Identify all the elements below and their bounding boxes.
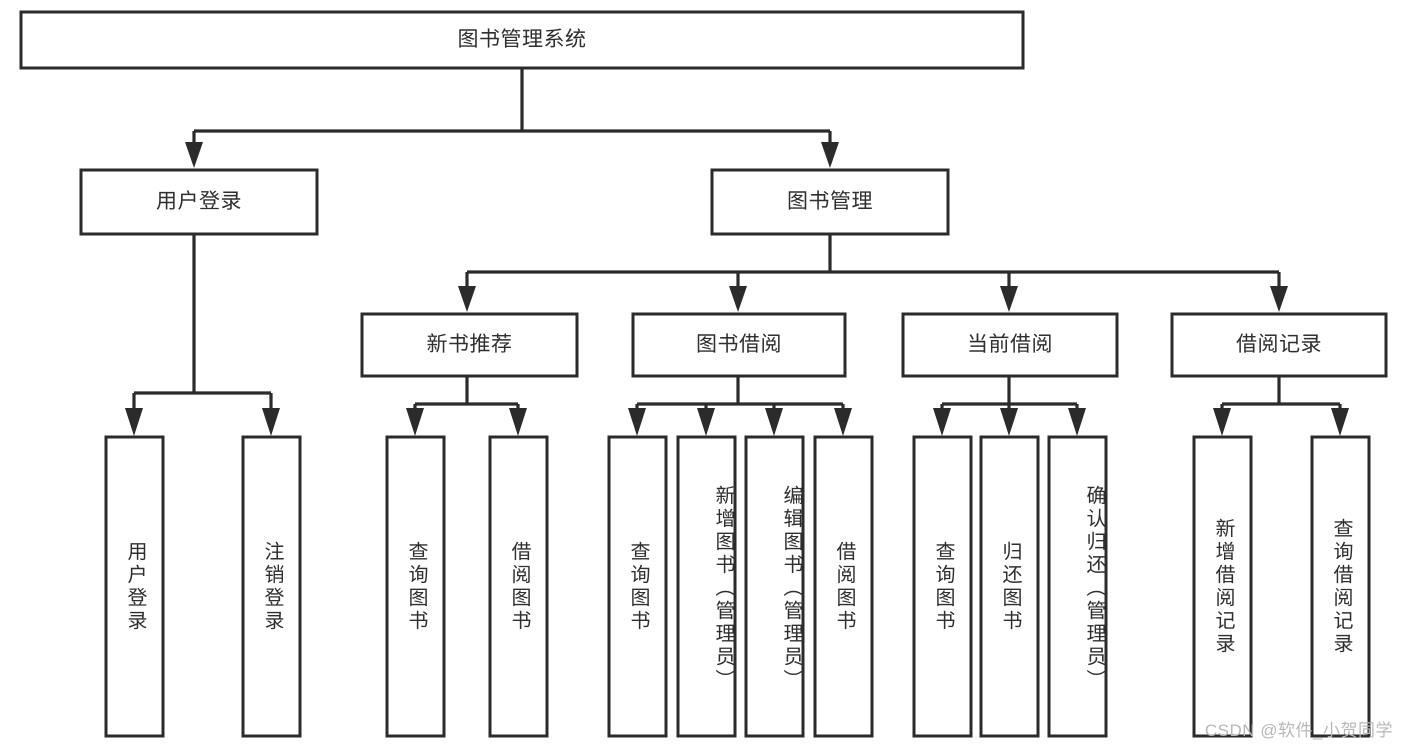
- node-box-leaf-add-book[interactable]: [676, 435, 737, 738]
- arrowhead-user-login: [185, 142, 203, 168]
- arrowhead-leaf-return-book: [1000, 408, 1018, 436]
- node-box-leaf-confirm-return[interactable]: [1047, 435, 1108, 738]
- arrowhead-book-management: [821, 142, 839, 168]
- node-box-new-book-recommend[interactable]: [360, 312, 579, 378]
- arrowhead-leaf-query-book-3: [933, 408, 951, 436]
- node-box-user-login[interactable]: [79, 168, 319, 236]
- arrowhead-leaf-add-book: [697, 408, 715, 436]
- arrowhead-leaf-query-book-2: [628, 408, 646, 436]
- node-box-leaf-edit-book[interactable]: [744, 435, 805, 738]
- node-box-leaf-logout-login[interactable]: [241, 435, 302, 738]
- arrowhead-book-borrow: [729, 286, 747, 312]
- arrowhead-leaf-confirm-return: [1068, 408, 1086, 436]
- connector-group-new-book-recommend: [406, 376, 527, 436]
- arrowhead-leaf-borrow-book-1: [509, 408, 527, 436]
- node-box-leaf-query-book-1[interactable]: [385, 435, 446, 738]
- connector-group-current-borrow: [933, 376, 1086, 436]
- arrowhead-leaf-add-record: [1213, 408, 1231, 436]
- watermark-text: CSDN @软件_小贺同学: [1204, 721, 1393, 740]
- node-box-leaf-user-login[interactable]: [104, 435, 165, 738]
- node-box-leaf-add-record[interactable]: [1192, 435, 1253, 738]
- node-box-leaf-query-book-2[interactable]: [607, 435, 668, 738]
- arrowhead-new-book-recommend: [458, 286, 476, 312]
- arrowhead-current-borrow: [1000, 286, 1018, 312]
- connector-group-user-login: [125, 234, 280, 436]
- node-box-book-borrow[interactable]: [631, 312, 847, 378]
- node-box-root[interactable]: [19, 10, 1025, 70]
- connector-group-root: [185, 68, 839, 168]
- node-box-current-borrow[interactable]: [901, 312, 1119, 378]
- node-box-leaf-borrow-book-2[interactable]: [813, 435, 874, 738]
- arrowhead-leaf-query-book-1: [406, 408, 424, 436]
- arrowhead-leaf-logout-login: [262, 408, 280, 436]
- node-box-leaf-query-book-3[interactable]: [912, 435, 973, 738]
- node-box-leaf-borrow-book-1[interactable]: [488, 435, 549, 738]
- node-box-leaf-query-record[interactable]: [1310, 435, 1371, 738]
- arrowhead-leaf-query-record: [1331, 408, 1349, 436]
- arrowhead-borrow-record: [1270, 286, 1288, 312]
- connector-group-book-management: [458, 234, 1288, 312]
- arrowhead-leaf-borrow-book-2: [834, 408, 852, 436]
- node-box-book-management[interactable]: [710, 168, 950, 236]
- arrowhead-leaf-user-login: [125, 408, 143, 436]
- connector-group-book-borrow: [628, 376, 852, 436]
- arrowhead-leaf-edit-book: [765, 408, 783, 436]
- node-box-borrow-record[interactable]: [1170, 312, 1388, 378]
- node-box-leaf-return-book[interactable]: [979, 435, 1040, 738]
- connector-group-borrow-record: [1213, 376, 1349, 436]
